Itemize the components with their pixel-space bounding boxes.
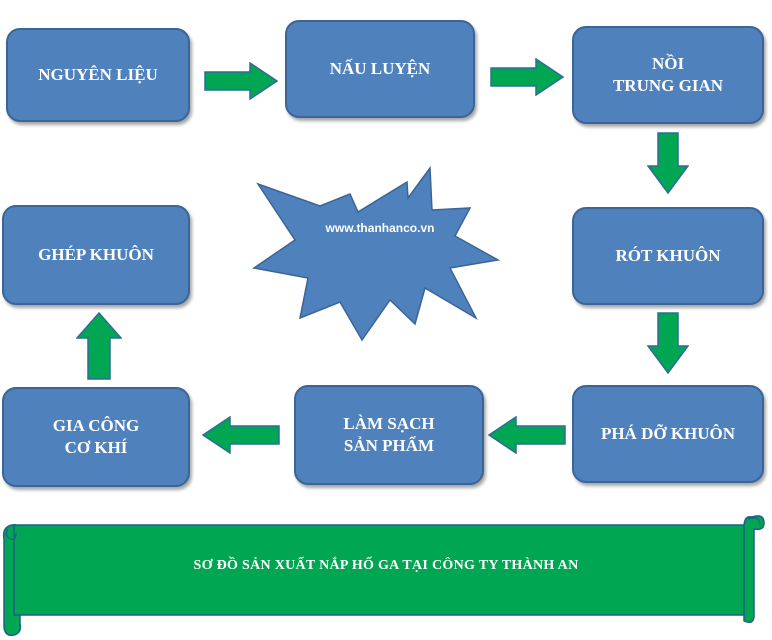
step-nau-luyen: NẤU LUYỆN [285, 20, 475, 118]
arrow-down-1-icon [647, 132, 689, 194]
step-gia-cong-co-khi: GIA CÔNG CƠ KHÍ [2, 387, 190, 487]
arrow-up-icon [76, 312, 122, 380]
step-label: NẤU LUYỆN [329, 59, 431, 78]
step-label-line2: SẢN PHẨM [343, 436, 435, 455]
arrow-left-2-icon [202, 416, 280, 454]
step-label: RÓT KHUÔN [615, 246, 721, 265]
step-label-line2: TRUNG GIAN [612, 76, 724, 95]
step-label: PHÁ DỠ KHUÔN [600, 424, 736, 443]
arrow-right-2-icon [490, 58, 564, 96]
step-nguyen-lieu: NGUYÊN LIỆU [6, 28, 190, 122]
step-label-line1: GIA CÔNG [52, 416, 140, 435]
step-rot-khuon: RÓT KHUÔN [572, 207, 764, 305]
step-label: NGUYÊN LIỆU [38, 65, 158, 84]
step-label-line2: CƠ KHÍ [64, 438, 128, 457]
starburst-shape [252, 165, 500, 342]
banner-scroll [2, 515, 765, 637]
arrow-down-2-icon [647, 312, 689, 374]
website-label: www.thanhanco.vn [325, 221, 435, 235]
step-label-line1: LÀM SẠCH [343, 414, 435, 433]
banner-title: SƠ ĐỒ SẢN XUẤT NẮP HỐ GA TẠI CÔNG TY THÀ… [193, 558, 579, 573]
step-pha-do-khuon: PHÁ DỠ KHUÔN [572, 385, 764, 483]
step-ghep-khuon: GHÉP KHUÔN [2, 205, 190, 305]
arrow-right-1-icon [204, 62, 278, 100]
step-label: GHÉP KHUÔN [38, 245, 154, 264]
step-lam-sach-san-pham: LÀM SẠCH SẢN PHẨM [294, 385, 484, 485]
arrow-left-1-icon [488, 416, 566, 454]
step-label-line1: NỒI [651, 54, 685, 73]
step-noi-trung-gian: NỒI TRUNG GIAN [572, 26, 764, 124]
